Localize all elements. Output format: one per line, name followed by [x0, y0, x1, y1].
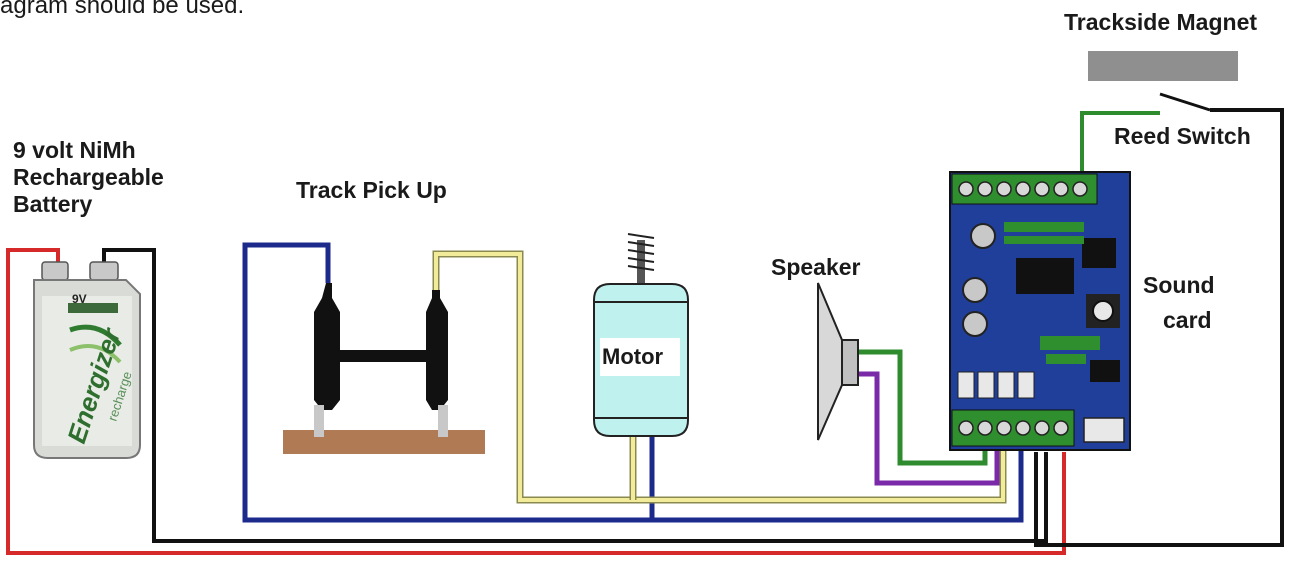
- sound-card-label-line1: Sound: [1143, 272, 1215, 298]
- speaker-label: Speaker: [771, 254, 861, 280]
- reed-green-wire: [1080, 111, 1160, 174]
- motor: [593, 233, 689, 437]
- sound-card: [949, 171, 1131, 451]
- reed-switch-label: Reed Switch: [1114, 123, 1251, 149]
- battery-label-line3: Battery: [13, 191, 93, 217]
- reed-switch: [1159, 92, 1211, 112]
- battery-label-line1: 9 volt NiMh: [13, 137, 136, 163]
- red-wire: [6, 248, 1066, 555]
- reed-black-wire: [1034, 108, 1284, 547]
- green-speaker-wire: [855, 349, 988, 466]
- purple-speaker-wire: [855, 371, 1000, 486]
- battery-label-line2: Rechargeable: [13, 164, 164, 190]
- speaker: [817, 282, 859, 441]
- motor-label: Motor: [602, 344, 664, 369]
- sound-card-label-line2: card: [1163, 307, 1212, 333]
- black-wire: [102, 248, 1048, 543]
- track-pickup: [283, 283, 485, 454]
- blue-wire: [242, 242, 1024, 523]
- trackside-magnet: [1088, 51, 1238, 81]
- battery-voltage-text: 9V: [72, 292, 87, 306]
- yellow-wire: [432, 250, 1007, 504]
- battery: [33, 261, 141, 459]
- trackside-magnet-label: Trackside Magnet: [1064, 9, 1258, 35]
- track-pickup-label: Track Pick Up: [296, 177, 447, 203]
- caption-text: agram should be used.: [0, 0, 245, 19]
